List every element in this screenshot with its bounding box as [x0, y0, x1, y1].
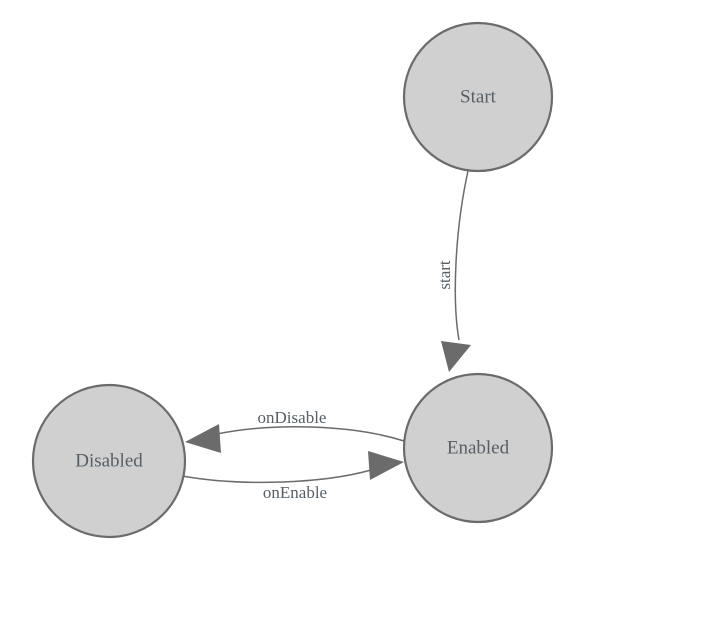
edge-start-to-enabled[interactable]: start	[435, 170, 471, 372]
edge-label-on-enable: onEnable	[263, 483, 327, 502]
node-start[interactable]: Start	[402, 21, 554, 173]
edge-enabled-to-disabled-arrowhead	[185, 424, 221, 453]
edge-disabled-to-enabled-arrowhead	[368, 451, 404, 480]
edge-start-to-enabled-path	[454, 170, 469, 341]
edge-label-on-disable: onDisable	[258, 408, 327, 427]
node-enabled-circle[interactable]	[402, 372, 554, 524]
node-start-circle[interactable]	[402, 21, 554, 173]
edge-label-start: start	[435, 260, 454, 290]
node-disabled[interactable]: Disabled	[31, 383, 187, 539]
node-disabled-circle[interactable]	[31, 383, 187, 539]
node-enabled-label: Enabled	[447, 437, 510, 458]
edge-start-to-enabled-arrowhead	[441, 341, 471, 372]
edge-disabled-to-enabled[interactable]: onEnable	[181, 451, 404, 502]
node-disabled-label: Disabled	[75, 450, 143, 471]
edge-enabled-to-disabled[interactable]: onDisable	[185, 408, 405, 453]
edge-enabled-to-disabled-path	[216, 426, 405, 442]
node-enabled[interactable]: Enabled	[402, 372, 554, 524]
edge-disabled-to-enabled-path	[181, 469, 372, 484]
node-start-label: Start	[460, 86, 497, 107]
